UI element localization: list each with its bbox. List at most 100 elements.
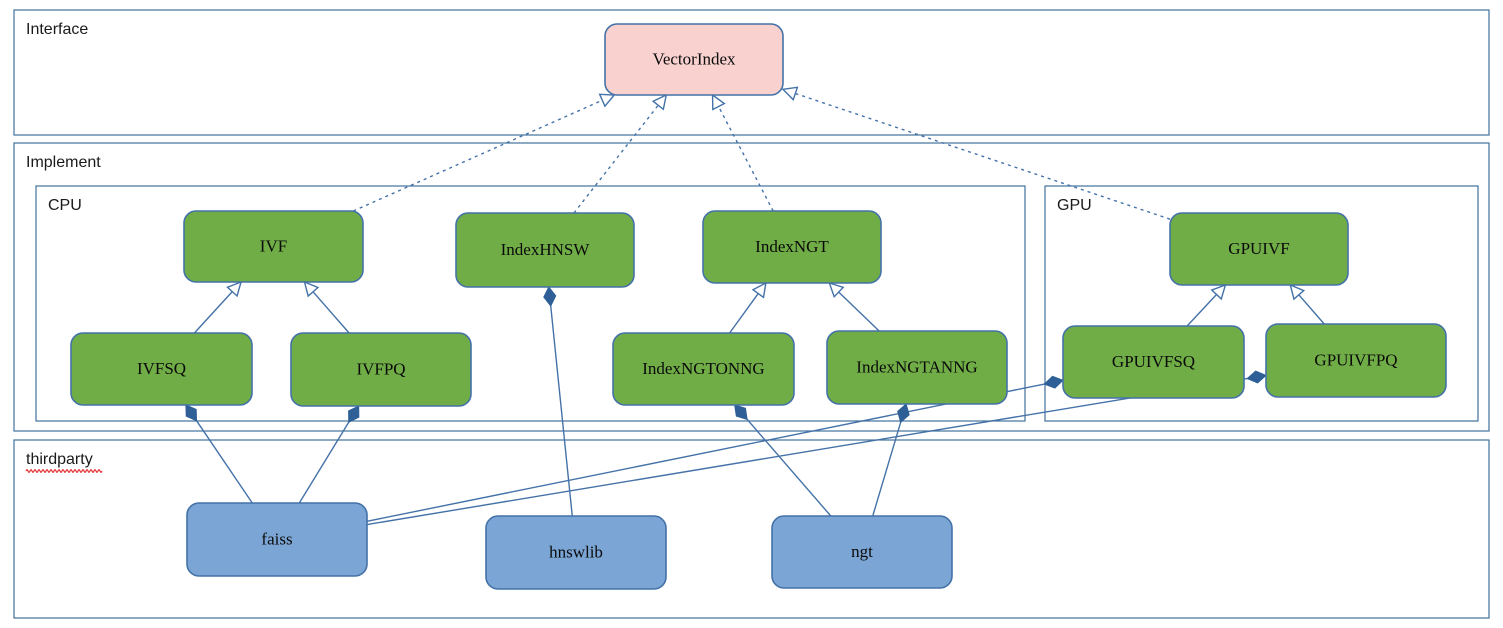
edge-gpuivf-to-vectorindex	[781, 86, 1171, 220]
node-gpuivf[interactable]: GPUIVF	[1169, 212, 1349, 286]
container-label-implement: Implement	[26, 154, 101, 171]
node-box[interactable]	[455, 212, 635, 288]
edge-hnswlib-to-indexhnsw	[543, 286, 573, 517]
container-label-cpu: CPU	[48, 197, 82, 214]
node-gpuivfpq[interactable]: GPUIVFPQ	[1265, 323, 1447, 398]
composition-diamond-icon	[1043, 375, 1064, 389]
edge-line	[745, 417, 832, 517]
node-label: IVF	[260, 236, 287, 255]
node-label: hnswlib	[549, 542, 603, 561]
inheritance-arrow-icon	[303, 280, 320, 298]
composition-diamond-icon	[543, 286, 557, 307]
node-label: IndexNGT	[755, 237, 829, 256]
edge-ngt-to-indexngtanng	[872, 403, 910, 517]
node-ivfsq[interactable]: IVFSQ	[70, 332, 253, 406]
node-box[interactable]	[70, 332, 253, 406]
node-box[interactable]	[183, 210, 364, 283]
inheritance-arrow-icon	[751, 281, 767, 299]
edge-ivf-to-vectorindex	[353, 93, 616, 212]
node-box[interactable]	[1062, 325, 1245, 399]
edge-line	[549, 303, 573, 517]
edge-line	[194, 418, 253, 504]
node-label: ngt	[851, 542, 873, 561]
edge-line	[311, 290, 350, 334]
node-indexngt[interactable]: IndexNGT	[702, 210, 882, 284]
edge-line	[717, 105, 774, 212]
composition-diamond-icon	[734, 404, 748, 421]
edge-faiss-to-gpuivfpq	[366, 370, 1267, 526]
edge-line	[1297, 293, 1325, 325]
edge-faiss-to-ivfpq	[298, 405, 360, 504]
edge-line	[298, 420, 351, 504]
node-faiss[interactable]: faiss	[186, 502, 368, 577]
node-box[interactable]	[290, 332, 472, 407]
inheritance-arrow-icon	[828, 281, 845, 299]
edge-faiss-to-ivfsq	[185, 404, 253, 504]
edge-indexhnsw-to-vectorindex	[573, 93, 668, 214]
composition-diamond-icon	[1246, 370, 1267, 384]
container-label-interface: Interface	[26, 21, 88, 38]
edge-line	[1186, 293, 1218, 327]
edge-ngt-to-indexngtonng	[734, 404, 832, 517]
spellcheck-underline	[25, 469, 103, 473]
node-label: GPUIVFSQ	[1112, 352, 1195, 371]
node-label: GPUIVFPQ	[1314, 350, 1397, 369]
edge-line	[837, 290, 880, 332]
inheritance-arrow-icon	[226, 280, 243, 298]
edge-gpuivfpq-to-gpuivf	[1289, 283, 1325, 325]
node-box[interactable]	[1265, 323, 1447, 398]
edge-ivfpq-to-ivf	[303, 280, 350, 334]
node-label: IndexNGTONNG	[642, 359, 764, 378]
node-label: IndexHNSW	[501, 240, 591, 259]
node-label: IVFSQ	[137, 359, 186, 378]
node-indexhnsw[interactable]: IndexHNSW	[455, 212, 635, 288]
inheritance-arrow-icon	[1289, 283, 1306, 301]
node-label: GPUIVF	[1228, 239, 1289, 258]
container-label-gpu: GPU	[1057, 197, 1092, 214]
edge-line	[366, 383, 1047, 522]
edge-ivfsq-to-ivf	[193, 280, 243, 334]
node-label: IndexNGTANNG	[856, 357, 977, 376]
node-box[interactable]	[604, 23, 784, 96]
node-box[interactable]	[485, 515, 667, 590]
edge-gpuivfsq-to-gpuivf	[1186, 283, 1227, 327]
edge-line	[872, 420, 902, 517]
edge-faiss-to-gpuivfsq	[366, 375, 1064, 522]
edge-indexngt-to-vectorindex	[711, 93, 774, 212]
inheritance-arrow-icon	[781, 86, 799, 101]
inheritance-arrow-icon	[711, 93, 726, 111]
node-indexngtonng[interactable]: IndexNGTONNG	[612, 332, 795, 406]
node-hnswlib[interactable]: hnswlib	[485, 515, 667, 590]
node-box[interactable]	[612, 332, 795, 406]
node-box[interactable]	[1169, 212, 1349, 286]
node-label: VectorIndex	[652, 49, 736, 68]
node-box[interactable]	[826, 330, 1008, 405]
edge-line	[573, 104, 660, 214]
composition-diamond-icon	[348, 405, 360, 424]
node-box[interactable]	[771, 515, 953, 589]
composition-diamond-icon	[185, 404, 198, 422]
edge-indexngtonng-to-indexngt	[729, 281, 767, 334]
inheritance-arrow-icon	[651, 93, 668, 111]
node-label: IVFPQ	[356, 359, 405, 378]
node-box[interactable]	[702, 210, 882, 284]
container-label-thirdparty: thirdparty	[26, 451, 93, 468]
edge-line	[193, 290, 234, 334]
node-gpuivfsq[interactable]: GPUIVFSQ	[1062, 325, 1245, 399]
node-ivfpq[interactable]: IVFPQ	[290, 332, 472, 407]
edge-indexngtanng-to-indexngt	[828, 281, 880, 332]
edges-layer	[185, 86, 1325, 526]
edge-line	[794, 92, 1171, 220]
node-vectorindex[interactable]: VectorIndex	[604, 23, 784, 96]
node-label: faiss	[261, 529, 292, 548]
edge-line	[366, 377, 1250, 526]
edge-line	[729, 292, 760, 334]
node-ngt[interactable]: ngt	[771, 515, 953, 589]
node-indexngtanng[interactable]: IndexNGTANNG	[826, 330, 1008, 405]
inheritance-arrow-icon	[1210, 283, 1227, 301]
node-ivf[interactable]: IVF	[183, 210, 364, 283]
inheritance-arrow-icon	[598, 93, 616, 108]
node-box[interactable]	[186, 502, 368, 577]
